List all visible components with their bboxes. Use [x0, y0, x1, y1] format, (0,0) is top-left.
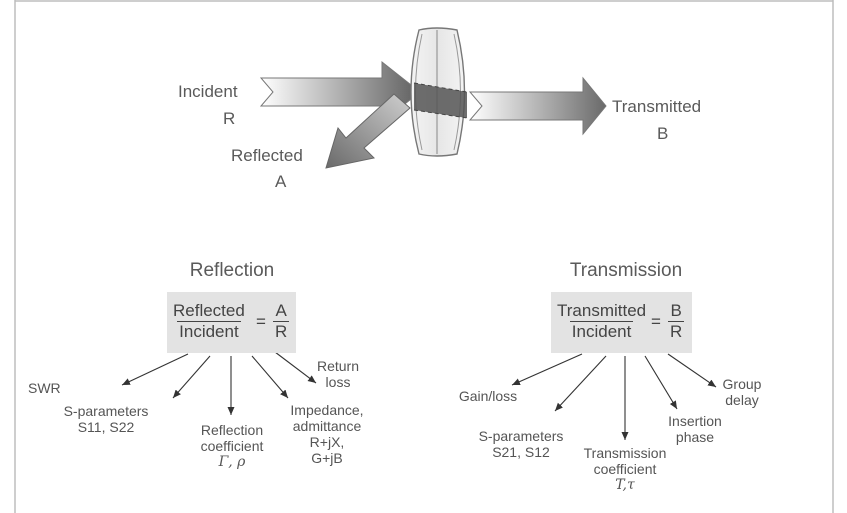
incident-port-label: R — [223, 109, 236, 128]
reflection-result-denominator: R — [273, 321, 290, 341]
transmission-ratio-numerator: Transmitted — [557, 301, 647, 320]
transmitted-port-label: B — [657, 124, 669, 143]
transmission-item-group-delay: Group delay — [722, 376, 762, 408]
reflected-label: Reflected — [231, 146, 303, 165]
transmission-title: Transmission — [569, 260, 683, 281]
transmission-ratio-denominator: Incident — [569, 321, 634, 341]
transmission-equals: = — [651, 312, 661, 331]
transmission-ratio: Transmitted Incident — [555, 301, 648, 342]
frame-lines — [14, 0, 834, 513]
reflection-ratio-denominator: Incident — [177, 321, 241, 341]
reflection-title: Reflection — [189, 260, 275, 281]
reflection-ratio-box — [167, 292, 296, 353]
reflection-item-s-parameters: S-parameters S11, S22 — [63, 403, 149, 435]
reflection-item-impedance: Impedance, admittance R+jX, G+jB — [290, 402, 364, 466]
reflection-ratio: Reflected Incident — [171, 301, 247, 342]
transmission-item-gain-loss: Gain/loss — [458, 388, 518, 404]
reflection-equals: = — [256, 312, 266, 331]
reflection-item-return-loss: Return loss — [316, 358, 360, 390]
transmission-branches — [511, 353, 717, 440]
reflection-result: A R — [273, 301, 290, 342]
reflection-item-coefficient: Reflection coefficient Γ, ρ — [200, 422, 264, 470]
reflected-arrow — [325, 93, 411, 169]
transmission-item-coefficient: Transmission coefficient T,τ — [583, 445, 667, 493]
transmission-item-insertion-phase: Insertion phase — [668, 413, 722, 445]
device-under-test — [410, 27, 468, 157]
transmission-item-s-parameters: S-parameters S21, S12 — [478, 428, 564, 460]
transmission-result-numerator: B — [670, 301, 682, 320]
reflection-item-swr: SWR — [28, 380, 61, 396]
reflection-ratio-numerator: Reflected — [173, 301, 245, 320]
transmission-result-denominator: R — [668, 321, 685, 341]
reflected-port-label: A — [275, 172, 287, 191]
reflection-result-numerator: A — [275, 301, 287, 320]
transmission-result: B R — [668, 301, 685, 342]
transmitted-arrow — [468, 76, 607, 136]
transmitted-label: Transmitted — [612, 97, 702, 116]
reflection-branches — [121, 351, 317, 415]
transmission-ratio-box — [551, 292, 692, 353]
incident-label: Incident — [178, 82, 238, 101]
